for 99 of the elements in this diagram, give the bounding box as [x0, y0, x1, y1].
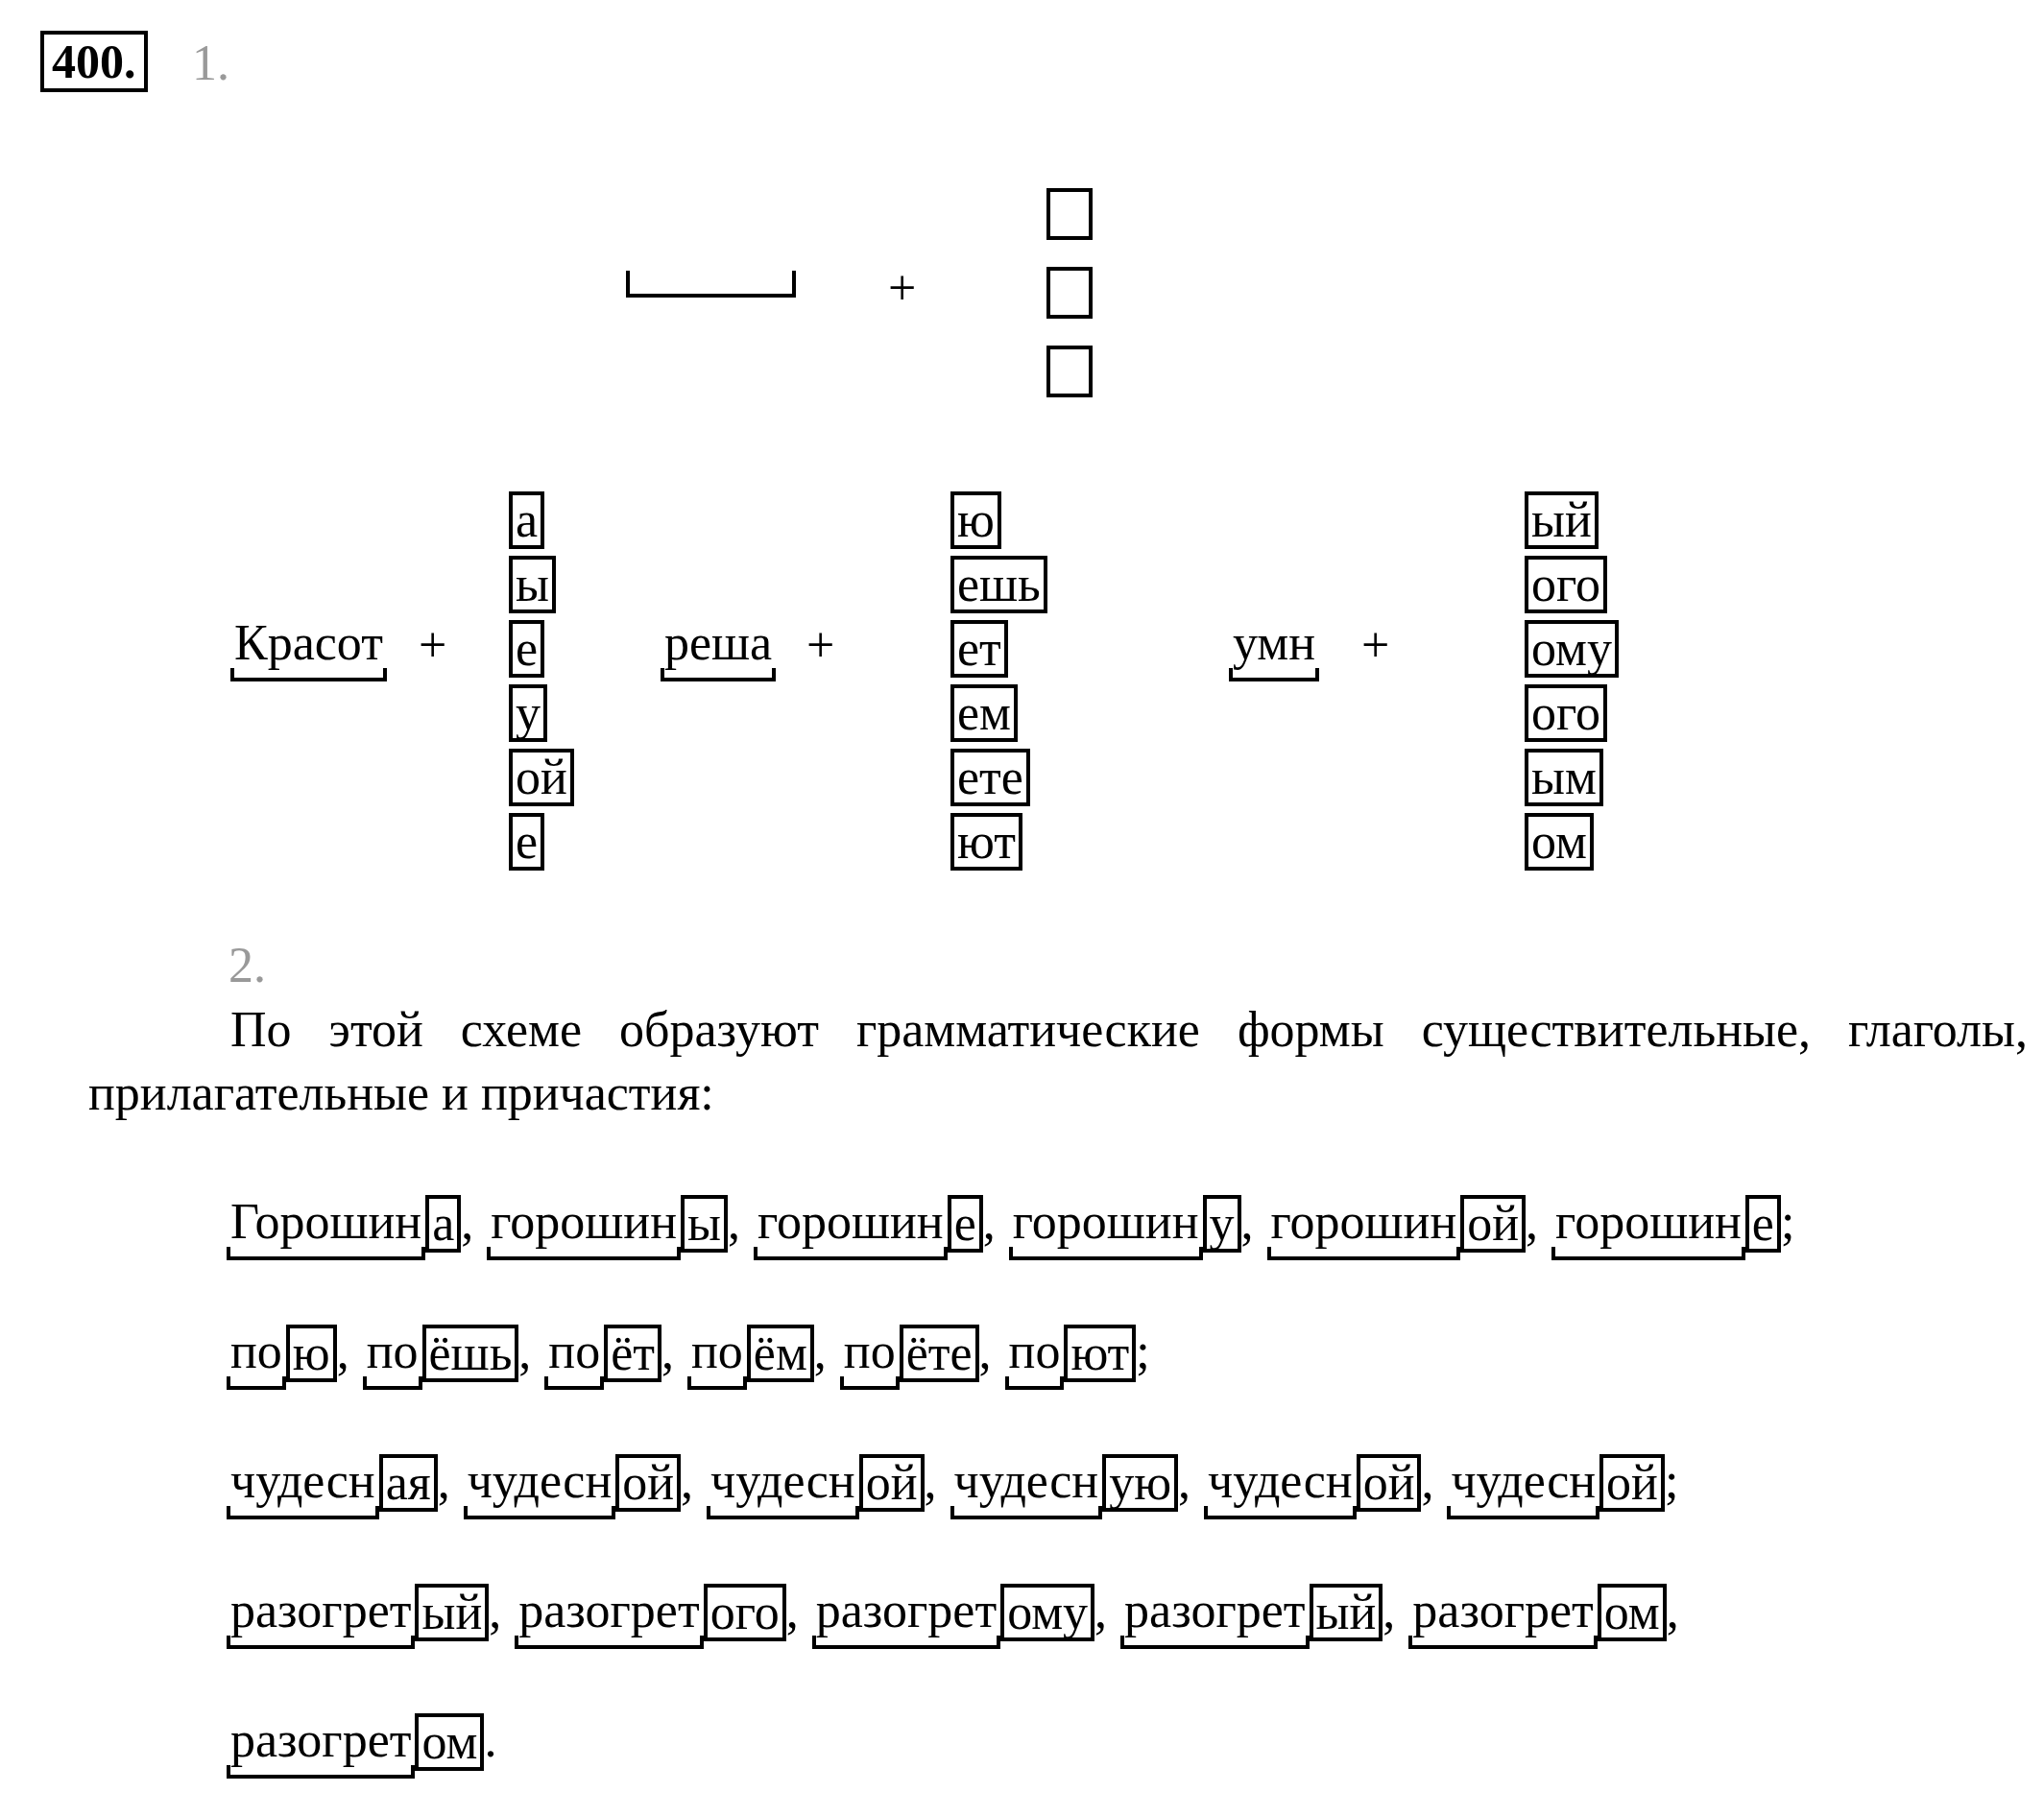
punctuation: , [681, 1454, 694, 1508]
plus-sign: + [1361, 616, 1390, 674]
punctuation: , [1240, 1195, 1254, 1249]
punctuation: , [1421, 1454, 1434, 1508]
punctuation: , [978, 1325, 992, 1378]
word-ending: ю [285, 1325, 337, 1382]
word-ending: ая [378, 1454, 438, 1512]
word-stem: чудесн [950, 1454, 1103, 1519]
punctuation: , [437, 1454, 450, 1508]
word-stem: горошин [753, 1195, 948, 1260]
word-stem: Красот [230, 616, 387, 681]
punctuation: , [1666, 1584, 1679, 1637]
word-stem: горошин [1551, 1195, 1745, 1260]
punctuation: , [461, 1195, 474, 1249]
punctuation: , [813, 1325, 827, 1378]
word-stem: горошин [487, 1195, 682, 1260]
punctuation: , [336, 1325, 349, 1378]
word-stem: по [544, 1325, 605, 1390]
word-stem: чудесн [227, 1454, 379, 1519]
word-stem: чудесн [707, 1454, 859, 1519]
word-stem: по [362, 1325, 422, 1390]
word-ending: ы [509, 556, 556, 613]
word-stem: разогрет [1120, 1584, 1310, 1649]
word-ending: ы [681, 1195, 728, 1253]
word-ending: ым [1525, 749, 1603, 806]
word-ending: ой [858, 1454, 925, 1512]
word-stem: Горошин [227, 1195, 426, 1260]
word-ending: ёшь [421, 1325, 519, 1382]
word-ending: ём [746, 1325, 814, 1382]
word-stem: разогрет [811, 1584, 1001, 1649]
punctuation: , [924, 1454, 937, 1508]
punctuation: . [484, 1713, 497, 1767]
punctuation: , [982, 1195, 996, 1249]
word-ending: ешь [950, 556, 1047, 613]
punctuation: , [1526, 1195, 1539, 1249]
word-ending: ой [1460, 1195, 1527, 1253]
section-number: 1. [192, 35, 229, 92]
word-ending: е [509, 813, 545, 871]
punctuation: , [1178, 1454, 1190, 1508]
section-number: 2. [228, 937, 266, 994]
word-ending: ому [1525, 620, 1619, 678]
word-ending: ый [415, 1584, 490, 1641]
word-ending: ют [950, 813, 1022, 871]
word-stem: умн [1229, 616, 1320, 681]
punctuation: , [661, 1325, 674, 1378]
word-stem: чудесн [463, 1454, 616, 1519]
paragraph: По этой схеме образуют грамматические формы существительные, глаголы, прилагательные и причастия: [88, 1001, 2028, 1122]
word-ending: ого [1525, 556, 1608, 613]
word-stem: разогрет [1408, 1584, 1598, 1649]
word-ending: ёт [604, 1325, 661, 1382]
word-ending: е [1744, 1195, 1781, 1253]
word-ending: ый [1525, 491, 1599, 549]
word-stem: горошин [1266, 1195, 1461, 1260]
punctuation: , [785, 1584, 799, 1637]
word-ending: ой [509, 749, 574, 806]
punctuation: ; [1780, 1195, 1795, 1249]
word-ending: ой [1599, 1454, 1665, 1512]
word-ending: ом [1597, 1584, 1667, 1641]
punctuation: , [727, 1195, 740, 1249]
word-ending: ом [1525, 813, 1594, 871]
plus-sign: + [888, 259, 917, 317]
word-ending: ую [1102, 1454, 1178, 1512]
word-ending: ой [615, 1454, 682, 1512]
word-ending: а [425, 1195, 462, 1253]
punctuation: ; [1664, 1454, 1679, 1508]
word-ending: ого [703, 1584, 786, 1641]
word-ending: ет [950, 620, 1008, 678]
punctuation: ; [1136, 1325, 1150, 1378]
word-ending: е [947, 1195, 983, 1253]
punctuation: , [1383, 1584, 1396, 1637]
word-ending: ю [950, 491, 1001, 549]
word-ending: ёте [899, 1325, 979, 1382]
word-ending: е [509, 620, 545, 678]
plus-sign: + [806, 616, 835, 674]
word-stem: по [839, 1325, 900, 1390]
word-stem: разогрет [227, 1713, 416, 1779]
word-stem: по [1004, 1325, 1065, 1390]
word-ending: а [509, 491, 545, 549]
word-ending: ем [950, 684, 1018, 742]
word-stem: чудесн [1447, 1454, 1600, 1519]
word-ending: ом [415, 1713, 485, 1771]
punctuation: , [518, 1325, 532, 1378]
word-stem: по [227, 1325, 286, 1390]
word-ending: ой [1356, 1454, 1422, 1512]
word-ending: ют [1064, 1325, 1137, 1382]
word-ending: ете [950, 749, 1030, 806]
plus-sign: + [419, 616, 447, 674]
word-stem: по [687, 1325, 747, 1390]
word-ending: ый [1309, 1584, 1383, 1641]
exercise-number: 400. [40, 31, 148, 92]
word-ending: ому [1000, 1584, 1095, 1641]
word-stem: чудесн [1204, 1454, 1357, 1519]
word-ending: ого [1525, 684, 1608, 742]
punctuation: , [1094, 1584, 1108, 1637]
word-stem: разогрет [515, 1584, 704, 1649]
word-stem: реша [661, 616, 777, 681]
word-stem: горошин [1008, 1195, 1203, 1260]
word-stem: разогрет [227, 1584, 416, 1649]
punctuation: , [489, 1584, 502, 1637]
